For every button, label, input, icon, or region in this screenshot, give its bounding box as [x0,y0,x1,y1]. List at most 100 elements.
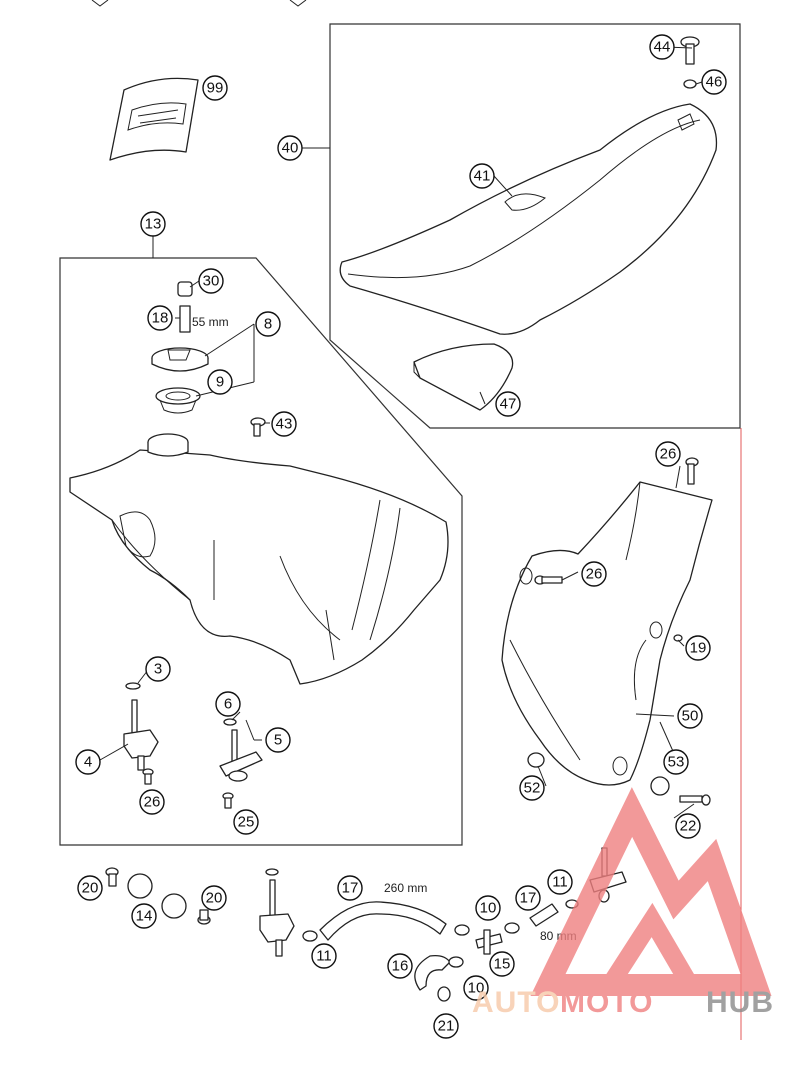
svg-text:50: 50 [682,708,699,725]
hose-clip-left [302,930,318,942]
svg-text:18: 18 [152,310,169,327]
callout-30: 30 [198,268,224,294]
svg-text:11: 11 [552,874,568,891]
callout-46: 46 [701,69,727,95]
callout-15: 15 [489,951,515,977]
callout-18: 18 [147,305,173,331]
callout-53: 53 [663,749,689,775]
callout-22: 22 [675,813,701,839]
svg-text:4: 4 [84,754,92,771]
callout-40: 40 [277,135,303,161]
svg-text:15: 15 [494,956,511,973]
callout-25: 25 [233,809,259,835]
svg-text:46: 46 [706,74,723,91]
svg-text:26: 26 [144,794,161,811]
callout-11-right: 11 [547,869,573,895]
svg-text:19: 19 [690,640,707,657]
svg-text:8: 8 [264,316,272,333]
callout-17-short: 17 [515,885,541,911]
rubber-bushing [650,776,670,796]
svg-text:10: 10 [480,900,497,917]
mount-bolt-left [105,867,119,887]
hose-clip-mid [448,956,464,968]
watermark-moto: MOTO [560,986,653,1019]
cover-screw-top [685,457,699,485]
watermark-logo: AUTO MOTO HUB [472,787,774,1019]
o-ring [125,682,141,690]
seat [339,103,718,335]
callout-19: 19 [685,635,711,661]
callout-44: 44 [649,34,675,60]
fuel-tank-group-frame [59,257,463,846]
svg-text:25: 25 [238,814,255,831]
callout-11-left: 11 [311,943,337,969]
svg-text:22: 22 [680,818,697,835]
seat-washer [683,79,697,89]
rubber-grommet [527,752,545,768]
svg-text:14: 14 [136,908,153,925]
cover-bolt [679,794,711,806]
rubber-damper [127,873,187,919]
callout-10-top: 10 [475,895,501,921]
svg-text:40: 40 [282,140,299,157]
svg-text:6: 6 [224,696,232,713]
callout-10-bottom: 10 [463,975,489,1001]
callout-41: 41 [469,163,495,189]
svg-text:11: 11 [316,948,332,965]
svg-text:16: 16 [392,958,409,975]
callout-14: 14 [131,903,157,929]
watermark-hub: HUB [706,986,774,1019]
seat-foam-pad [413,343,514,411]
svg-text:13: 13 [145,216,162,233]
svg-text:52: 52 [524,780,541,797]
callout-26-cover-top: 26 [655,441,681,467]
fuel-hose-long [319,901,447,941]
callout-26-tank: 26 [139,789,165,815]
hose-clips [454,922,520,936]
callout-20-right: 20 [201,885,227,911]
svg-text:26: 26 [660,446,677,463]
seat-group-frame [329,23,741,429]
fuel-tap-left [123,699,159,771]
callout-8: 8 [255,311,281,337]
mount-bolt-right [197,909,211,925]
callout-17-long: 17 [337,875,363,901]
fuel-tap-right [219,729,263,782]
callout-16: 16 [387,953,413,979]
callout-99: 99 [202,75,228,101]
svg-text:10: 10 [468,980,485,997]
callout-21: 21 [433,1013,459,1039]
cropped-header-fragment [91,0,307,7]
hose-17-long-length: 260 mm [384,881,427,895]
callout-50: 50 [677,703,703,729]
svg-text:17: 17 [342,880,359,897]
side-cover [501,481,713,786]
tank-screw [250,417,266,437]
hose-18-length: 55 mm [192,315,229,329]
callout-9: 9 [207,369,233,395]
fuel-tap-complete [259,868,295,957]
svg-text:99: 99 [207,80,224,97]
callout-26-cover-mid: 26 [581,561,607,587]
decal-sticker [109,77,199,161]
t-connector [475,929,503,955]
hose-clip-bottom [437,986,451,1002]
cover-clip [673,634,683,642]
svg-text:20: 20 [206,890,223,907]
fuel-hose-bent [414,954,451,991]
tap-screw-right [222,792,234,809]
callout-52: 52 [519,775,545,801]
breather-hose [179,305,191,333]
breather-cap [177,281,193,297]
callout-47: 47 [495,391,521,417]
o-ring-right [223,718,237,726]
fuel-tank [69,433,449,685]
watermark-auto: AUTO [472,986,560,1019]
tap-screw-left [142,768,154,785]
svg-text:3: 3 [154,661,162,678]
svg-text:44: 44 [654,39,671,56]
callout-13: 13 [140,211,166,237]
svg-text:30: 30 [203,273,220,290]
callout-5: 5 [265,727,291,753]
